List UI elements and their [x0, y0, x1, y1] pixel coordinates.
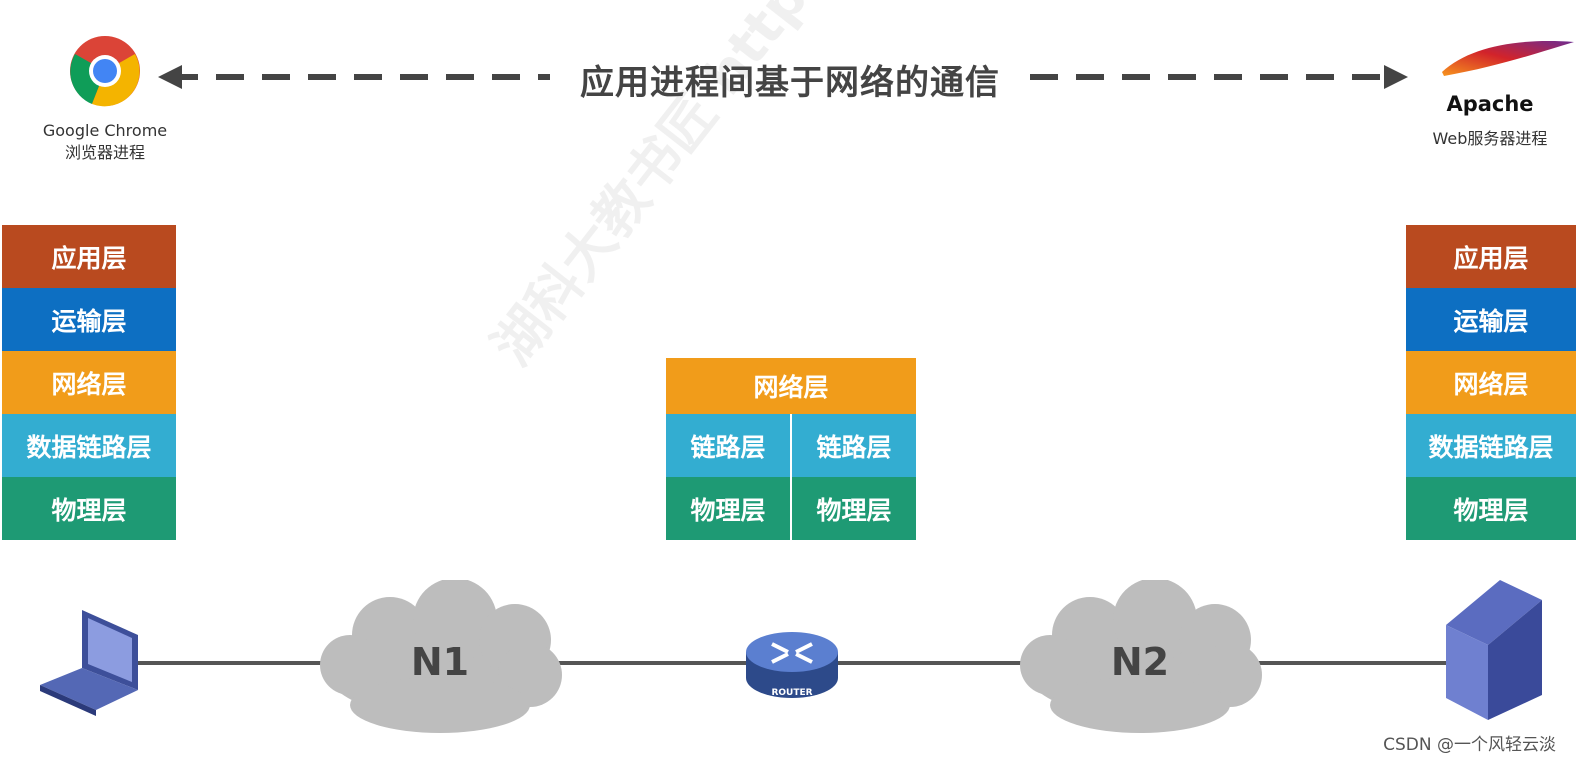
application-layer: 应用层	[2, 225, 176, 288]
communication-arrow	[158, 65, 1408, 89]
physical-layer: 物理层	[1406, 477, 1576, 540]
application-layer: 应用层	[1406, 225, 1576, 288]
client-protocol-stack: 应用层 运输层 网络层 数据链路层 物理层	[2, 225, 176, 540]
right-arrowhead	[1384, 65, 1408, 89]
datalink-layer: 数据链路层	[1406, 414, 1576, 477]
apache-feather-icon	[1442, 41, 1574, 76]
router-icon	[746, 632, 838, 698]
cloud-n1-label: N1	[410, 640, 470, 684]
server-app-name: Apache	[1446, 92, 1534, 116]
network-layer: 网络层	[1406, 351, 1576, 414]
router-link-layer-right: 链路层	[792, 414, 916, 477]
client-app-name: Google Chrome	[42, 121, 168, 140]
credit-text: CSDN @一个风轻云淡	[1383, 735, 1556, 755]
router-link-layer-left: 链路层	[666, 414, 792, 477]
server-protocol-stack: 应用层 运输层 网络层 数据链路层 物理层	[1406, 225, 1576, 540]
cloud-n1-icon	[320, 580, 562, 733]
router-protocol-stack: 网络层 链路层 链路层 物理层 物理层	[666, 358, 916, 540]
cloud-n2-label: N2	[1110, 640, 1170, 684]
physical-layer: 物理层	[2, 477, 176, 540]
network-topology	[40, 580, 1542, 733]
router-label: ROUTER	[771, 688, 813, 698]
client-role: 浏览器进程	[64, 143, 145, 162]
laptop-icon	[40, 610, 138, 716]
router-physical-layer-right: 物理层	[792, 477, 916, 540]
router-network-layer: 网络层	[666, 358, 916, 414]
router-physical-layer-left: 物理层	[666, 477, 792, 540]
server-role: Web服务器进程	[1432, 129, 1548, 148]
left-arrowhead	[158, 65, 182, 89]
cloud-n2-icon	[1020, 580, 1262, 733]
transport-layer: 运输层	[2, 288, 176, 351]
network-layer: 网络层	[2, 351, 176, 414]
chrome-icon	[70, 36, 140, 107]
diagram-title: 应用进程间基于网络的通信	[580, 63, 1000, 103]
transport-layer: 运输层	[1406, 288, 1576, 351]
datalink-layer: 数据链路层	[2, 414, 176, 477]
server-icon	[1446, 580, 1542, 720]
